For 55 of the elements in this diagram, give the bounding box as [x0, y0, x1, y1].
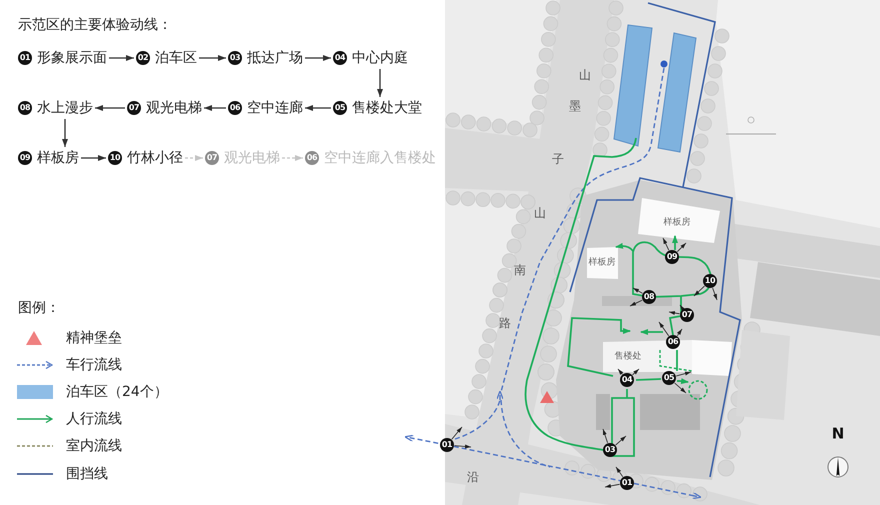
arrow	[305, 55, 331, 61]
step-label: 泊车区	[155, 49, 197, 67]
marker-number: 01	[440, 438, 454, 452]
road-name: 山	[534, 206, 546, 220]
legend-label: 室内流线	[66, 437, 122, 455]
road-name: 墨	[569, 99, 581, 113]
step-number: 06	[228, 101, 242, 115]
legend-label: 车行流线	[66, 356, 122, 374]
dashed-arrow	[282, 155, 303, 161]
arrow	[95, 105, 125, 111]
building-label: 样板房	[588, 258, 616, 268]
arrow	[81, 155, 106, 161]
step-number: 04	[333, 51, 347, 65]
step-label: 售楼处大堂	[352, 99, 422, 117]
step-label: 观光电梯	[146, 99, 202, 117]
step-label: 水上漫步	[37, 99, 93, 117]
heading: 示范区的主要体验动线：	[18, 16, 172, 34]
arrow	[204, 105, 226, 111]
arrow	[305, 105, 331, 111]
step-number: 10	[108, 151, 122, 165]
legend-label: 围挡线	[66, 465, 108, 483]
dashed-arrow	[185, 155, 203, 161]
arrow	[109, 55, 134, 61]
road-name: 南	[514, 263, 526, 277]
step-number: 09	[18, 151, 32, 165]
road-name: 山	[579, 68, 591, 82]
step-label: 观光电梯	[224, 149, 280, 167]
legend-label: 泊车区（24个）	[66, 383, 168, 401]
building-label: 售楼处	[614, 352, 642, 362]
arrow	[62, 119, 68, 147]
step-label: 空中连廊	[247, 99, 303, 117]
step-label: 竹林小径	[127, 149, 183, 167]
legend-label: 精神堡垒	[66, 329, 122, 347]
arrow	[199, 55, 226, 61]
step-number: 07	[127, 101, 141, 115]
road-name: 路	[499, 316, 511, 330]
building-label: 样板房	[664, 218, 690, 228]
step-number: 02	[136, 51, 150, 65]
step-number: 08	[18, 101, 32, 115]
step-label: 空中连廊入售楼处	[324, 149, 436, 167]
step-number: 05	[333, 101, 347, 115]
north-label: N	[832, 426, 844, 442]
step-label: 中心内庭	[352, 49, 408, 67]
road-name: 子	[552, 152, 564, 166]
arrow	[377, 69, 383, 97]
step-number: 03	[228, 51, 242, 65]
legend-heading: 图例：	[18, 299, 60, 317]
step-number: 06	[305, 151, 319, 165]
step-number: 07	[205, 151, 219, 165]
step-label: 抵达广场	[247, 49, 303, 67]
step-number: 01	[18, 51, 32, 65]
legend-label: 人行流线	[66, 410, 122, 428]
road-name: 沿	[467, 470, 479, 484]
step-label: 形象展示面	[37, 49, 107, 67]
step-label: 样板房	[37, 149, 79, 167]
